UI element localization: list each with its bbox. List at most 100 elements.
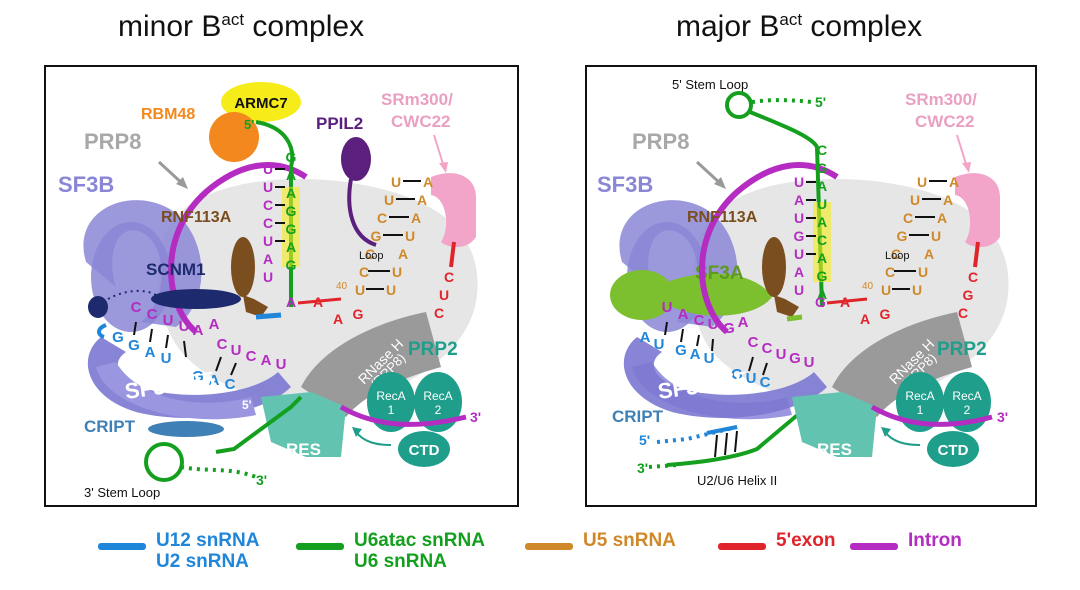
srm300-label-1: SRm300/ — [905, 90, 977, 109]
legend-text-u2: U2 snRNA — [156, 551, 249, 572]
prp8-arc — [699, 162, 839, 335]
ctd-arrowhead — [881, 427, 891, 437]
bp-intron-2: C — [694, 312, 705, 329]
prp8-label: PRP8 — [632, 129, 689, 154]
reca1-shape — [367, 372, 415, 432]
bp-intron-8: U — [776, 346, 787, 363]
srm300-shape — [955, 173, 1000, 247]
rnf113a-shape — [762, 237, 786, 297]
ctd-shape — [927, 431, 979, 467]
bp-intron-1: A — [678, 306, 689, 323]
u6-nt-5: A — [286, 239, 296, 255]
bp-intron-10: U — [804, 354, 815, 371]
bp-intron-7: C — [762, 340, 773, 357]
bp-intron-10: U — [276, 356, 287, 373]
exon-strand — [973, 241, 980, 268]
ctd-arrow — [355, 431, 392, 446]
sf3b-label: SF3B — [58, 172, 114, 197]
bp-u12-3: U — [161, 350, 172, 367]
ctd-arrow — [884, 431, 921, 446]
rnase-h-shape — [832, 312, 972, 417]
major-complex-svg: SF3A PRP8 SF3B 5' Stem Loop 5' C G A U A… — [597, 77, 1009, 488]
sf3a-shape — [610, 270, 674, 320]
u5-right-nt-2: A — [411, 210, 421, 226]
rbm48-shape — [209, 112, 259, 162]
u6atac-five-prime: 5' — [244, 117, 254, 132]
intron-nt-2: C — [263, 197, 273, 213]
reca2-label-2: 2 — [964, 403, 971, 417]
bp-intron-4: G — [723, 320, 735, 337]
helix-green-end: 3' — [637, 460, 648, 476]
intron-nt-0: U — [263, 161, 273, 177]
u6-nt-0: C — [817, 142, 827, 158]
rnf113a-label: RNF113A — [687, 209, 758, 226]
intron-nt-4: U — [263, 233, 273, 249]
prp2-label: PRP2 — [937, 339, 987, 360]
scnm1-shape — [151, 289, 241, 309]
helix-blue-end: 5' — [639, 432, 650, 448]
legend-text-u12: U12 snRNA — [156, 530, 260, 551]
bp-u2-4: U — [704, 350, 715, 367]
exon-nt-2: C — [958, 305, 968, 321]
u6-nt-4: A — [817, 214, 827, 230]
reca2-shape — [943, 372, 991, 432]
bp-u12-5: A — [209, 372, 220, 389]
bp-u2-2: G — [675, 342, 687, 359]
legend-text-intron: Intron — [908, 530, 962, 551]
u6atac-strand — [255, 120, 295, 307]
legend-label-u6: U6atac snRNA U6 snRNA — [354, 530, 485, 572]
bp-u2-sequence: A U G A U G U C — [640, 329, 771, 391]
major-title-sup: act — [779, 10, 803, 29]
u6-nt-1: A — [286, 167, 296, 183]
u5-right-nt-3: U — [405, 228, 415, 244]
bp-u2-7: C — [760, 374, 771, 391]
cript-shape — [148, 421, 224, 437]
reca1-label-1: RecA — [905, 389, 934, 403]
bp-intron-0: U — [662, 299, 673, 316]
exon-strand — [449, 241, 456, 268]
reca2-shape — [414, 372, 462, 432]
stem3-strand — [215, 395, 303, 454]
bp-u12-4: G — [192, 368, 204, 385]
rnase-h-shape — [301, 312, 441, 417]
u6-nt-8: A — [817, 286, 827, 302]
intron-nt-3: G — [794, 228, 805, 244]
exon-bottom: A A G — [313, 294, 364, 327]
u6-highlight — [813, 202, 831, 282]
exon-bottom-1: A — [860, 311, 870, 327]
bp-u2-1: U — [654, 336, 665, 353]
u2-helix-solid — [706, 425, 738, 435]
reca2-label-1: RecA — [423, 389, 452, 403]
u12-tail — [97, 323, 107, 339]
sf3b155-band — [96, 362, 256, 420]
res-label: RES — [286, 440, 321, 459]
intron-3prime-strand — [870, 404, 993, 427]
res-shape — [792, 392, 877, 457]
stem5-end: 5' — [815, 94, 826, 110]
intron-nt-4: U — [794, 246, 804, 262]
major-title: major Bact complex — [676, 10, 922, 44]
minor-complex-svg: ARMC7 RBM48 PRP8 SF3B PPIL2 SRm300/ CWC2… — [58, 82, 481, 500]
intron-nt-6: U — [794, 282, 804, 298]
u6-helix-strand — [666, 405, 809, 467]
major-title-main: major B — [676, 10, 780, 43]
ctd-label: CTD — [409, 442, 440, 459]
rnf113a-shape — [231, 237, 255, 297]
exon-nt-1: U — [439, 287, 449, 303]
u5-right-nt-0: A — [949, 174, 959, 190]
prp8-label: PRP8 — [84, 129, 141, 154]
bp-intron-3: U — [179, 318, 190, 335]
rnf113a-tail — [774, 295, 799, 317]
intron-3prime-strand — [339, 404, 467, 427]
u5-left-nt-5: C — [885, 264, 895, 280]
intron-sequence: U U C C U A U — [263, 161, 273, 285]
rbm48-label: RBM48 — [141, 106, 195, 123]
u5-left-nt-4: C — [365, 246, 375, 262]
n40-label: 40 — [336, 281, 348, 292]
res-label: RES — [817, 440, 852, 459]
u5-right-nt-6: U — [386, 282, 396, 298]
u5-right-sequence: A A A U A U U — [386, 174, 433, 298]
u6-nt-6: G — [286, 257, 297, 273]
intron-3prime-end: 3' — [470, 409, 481, 425]
loop-label: Loop — [359, 250, 383, 262]
